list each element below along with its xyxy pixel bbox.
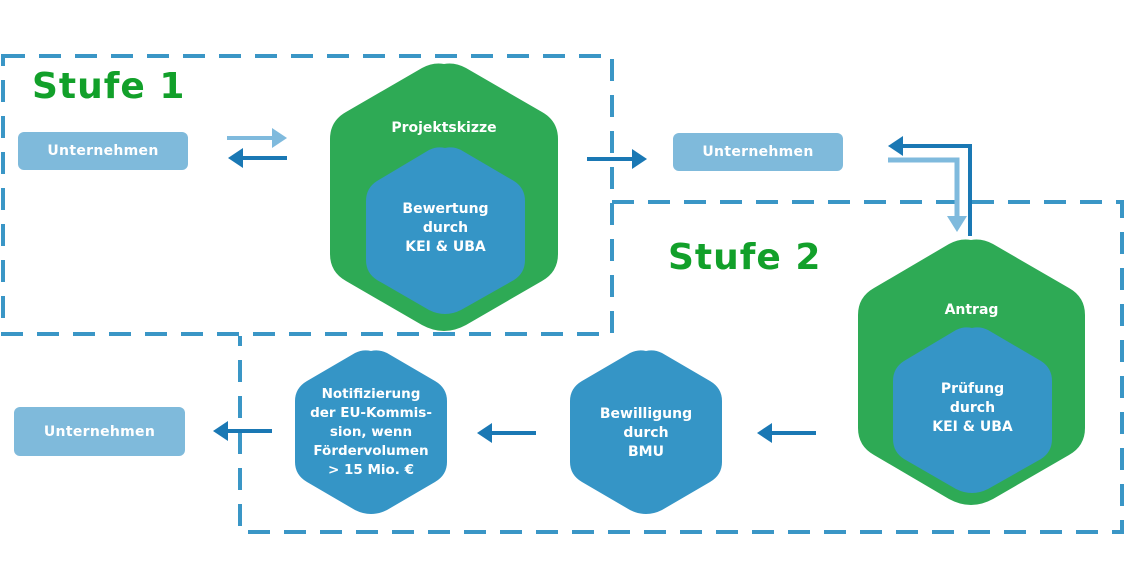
- unternehmen-node-1: Unternehmen: [18, 132, 188, 170]
- arrow-to-unternehmen-2: [587, 149, 647, 169]
- notifizierung-line-1: Notifizierung: [321, 385, 421, 402]
- arrow-back-to-unternehmen-2: [888, 136, 972, 236]
- arrow-bewilligung-to-notifizierung: [477, 423, 536, 443]
- stage-1-title: Stufe 1: [32, 66, 186, 107]
- arrow-to-antrag: [888, 157, 967, 232]
- notifizierung-line-2: der EU-Kommis-: [310, 404, 432, 421]
- projektskizze-label: Projektskizze: [391, 119, 497, 136]
- bewilligung-line-1: Bewilligung: [599, 405, 693, 422]
- bewertung-line-2: durch: [422, 219, 469, 236]
- notifizierung-hexagon: [295, 350, 447, 514]
- pruefung-label: Prüfung durch KEI & UBA: [893, 378, 1052, 438]
- notifizierung-line-3: sion, wenn: [329, 423, 413, 440]
- notifizierung-line-4: Fördervolumen: [313, 442, 429, 459]
- stage-2-boundary: [238, 200, 1124, 534]
- arrow-notifizierung-to-unternehmen-3: [213, 421, 272, 441]
- arrow-antrag-to-bewilligung: [757, 423, 816, 443]
- pruefung-line-1: Prüfung: [940, 380, 1005, 397]
- bewertung-line-1: Bewertung: [402, 200, 489, 217]
- stage-2-title: Stufe 2: [668, 237, 822, 278]
- antrag-label: Antrag: [944, 301, 999, 318]
- unternehmen-node-3: Unternehmen: [14, 407, 185, 456]
- bewilligung-label: Bewilligung durch BMU: [570, 403, 722, 463]
- bewertung-label: Bewertung durch KEI & UBA: [366, 198, 525, 258]
- notifizierung-line-5: > 15 Mio. €: [327, 461, 415, 478]
- pruefung-line-2: durch: [949, 399, 996, 416]
- bewertung-hexagon: [366, 147, 525, 314]
- arrow-back-to-unternehmen-1: [228, 148, 287, 168]
- unternehmen-node-2: Unternehmen: [673, 133, 843, 171]
- pruefung-hexagon: [893, 327, 1052, 493]
- stage-1-boundary: [1, 54, 614, 336]
- bewilligung-line-2: durch: [623, 424, 669, 441]
- bewertung-line-3: KEI & UBA: [405, 238, 486, 255]
- notifizierung-label: Notifizierung der EU-Kommis- sion, wenn …: [290, 384, 452, 480]
- bewilligung-line-3: BMU: [628, 443, 664, 460]
- pruefung-line-3: KEI & UBA: [932, 418, 1013, 435]
- arrow-to-projektskizze: [227, 128, 287, 148]
- bewilligung-hexagon: [570, 350, 722, 514]
